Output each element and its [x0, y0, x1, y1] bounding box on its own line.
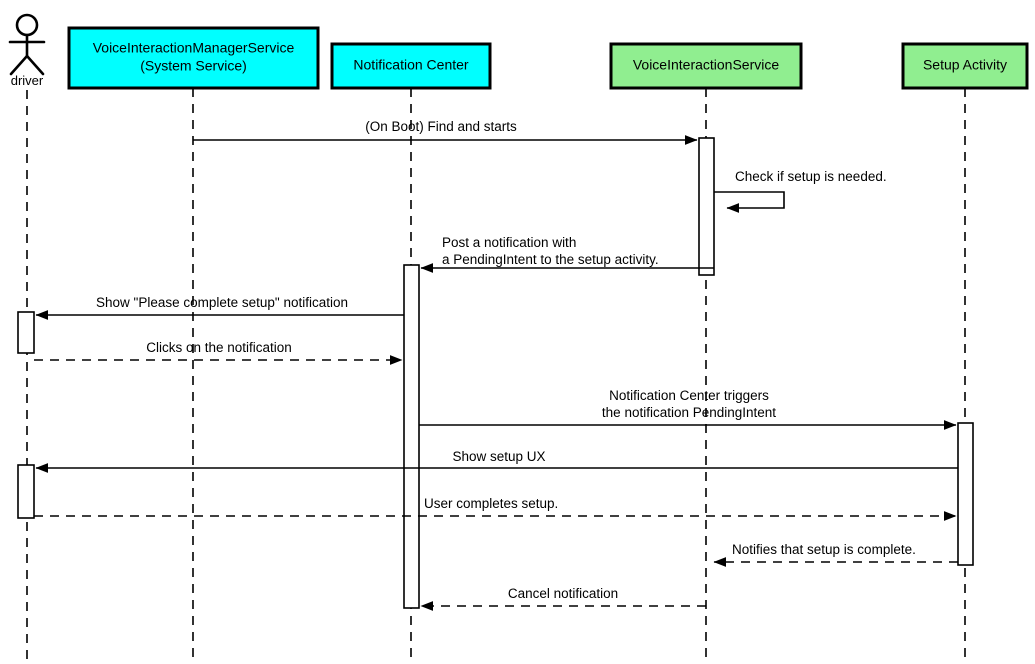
message-msg-8: User completes setup.	[34, 496, 957, 521]
actor-name-label: driver	[11, 73, 44, 88]
message-label: (On Boot) Find and starts	[365, 119, 517, 134]
participant-notification_center[interactable]: Notification Center	[330, 42, 492, 90]
message-label: a PendingIntent to the setup activity.	[442, 252, 659, 267]
participant-box-vis[interactable]	[609, 42, 803, 90]
message-msg-5: Clicks on the notification	[34, 340, 403, 365]
participant-label-vims: VoiceInteractionManagerService	[93, 40, 295, 56]
message-msg-2: Check if setup is needed.	[714, 169, 887, 213]
message-label: Notifies that setup is complete.	[732, 542, 916, 557]
message-msg-7: Show setup UX	[35, 449, 958, 473]
message-msg-6: Notification Center triggers the notifica…	[419, 388, 957, 430]
message-msg-4: Show "Please complete setup" notificatio…	[35, 295, 404, 320]
activation-bar-setup_activity	[957, 422, 974, 566]
activation-bar-vis	[698, 137, 715, 276]
participants-layer: driver VoiceInteractionManagerService (Sys…	[8, 13, 1029, 90]
activations-layer	[17, 137, 974, 609]
message-label: Check if setup is needed.	[735, 169, 887, 184]
actor-icon	[8, 13, 46, 76]
message-self-loop	[714, 191, 785, 213]
message-msg-9: Notifies that setup is complete.	[713, 542, 958, 567]
message-label: Clicks on the notification	[146, 340, 292, 355]
participant-label-vims: (System Service)	[140, 58, 247, 74]
participant-driver[interactable]: driver	[8, 13, 46, 88]
activation-bar-driver	[17, 311, 35, 354]
message-label: Show "Please complete setup" notificatio…	[96, 295, 348, 310]
participant-label-vis: VoiceInteractionService	[633, 57, 780, 73]
message-msg-10: Cancel notification	[420, 586, 706, 611]
participant-setup_activity[interactable]: Setup Activity	[901, 42, 1029, 90]
participant-label-setup_activity: Setup Activity	[923, 57, 1007, 73]
message-label: Post a notification with	[442, 235, 576, 250]
message-label: Cancel notification	[508, 586, 618, 601]
message-msg-1: (On Boot) Find and starts	[193, 119, 698, 145]
participant-label-notification_center: Notification Center	[353, 57, 469, 73]
message-label: User completes setup.	[424, 496, 558, 511]
participant-box-setup_activity[interactable]	[901, 42, 1029, 90]
message-label: Show setup UX	[452, 449, 545, 464]
participant-box-vims[interactable]	[67, 26, 320, 90]
message-msg-3: Post a notification with a PendingIntent …	[420, 235, 714, 273]
participant-box-notification_center[interactable]	[330, 42, 492, 90]
participant-vims[interactable]: VoiceInteractionManagerService (System Se…	[67, 26, 320, 90]
message-label: the notification PendingIntent	[602, 405, 776, 420]
participant-vis[interactable]: VoiceInteractionService	[609, 42, 803, 90]
activation-bar-notification_center	[403, 264, 420, 609]
message-label: Notification Center triggers	[609, 388, 769, 403]
activation-bar-driver	[17, 464, 35, 519]
